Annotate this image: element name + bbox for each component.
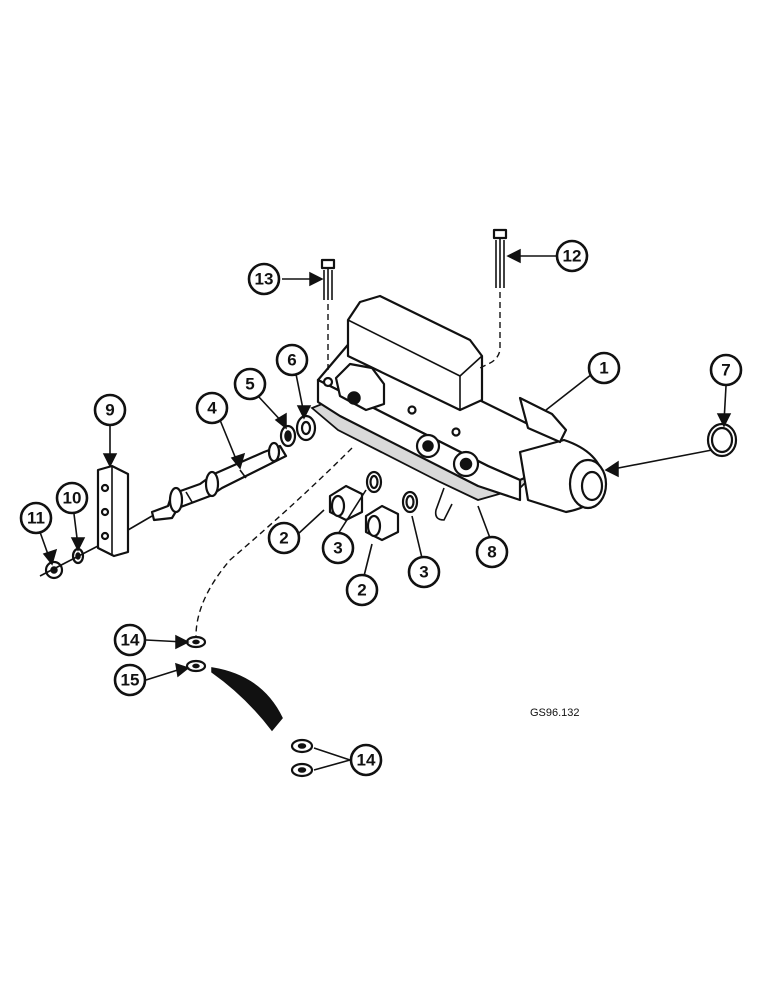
callout-2-lower: 2 — [345, 573, 379, 607]
callout-label: 8 — [487, 543, 496, 562]
callout-10: 10 — [55, 481, 89, 515]
callout-13: 13 — [247, 262, 281, 296]
callout-12: 12 — [555, 239, 589, 273]
callout-label: 2 — [279, 529, 288, 548]
callout-label: 10 — [63, 489, 82, 508]
callout-8: 8 — [475, 535, 509, 569]
o-ring-7 — [706, 422, 738, 458]
o-ring-3-upper — [365, 470, 383, 494]
bolt-13 — [320, 258, 336, 370]
callout-label: 6 — [287, 351, 296, 370]
seal-5 — [279, 424, 297, 448]
callout-14-upper: 14 — [113, 623, 147, 657]
callout-9: 9 — [93, 393, 127, 427]
callout-label: 3 — [419, 563, 428, 582]
callout-4: 4 — [195, 391, 229, 425]
callout-label: 7 — [721, 361, 730, 380]
callout-label: 2 — [357, 581, 366, 600]
callout-11: 11 — [19, 501, 53, 535]
valve-housing — [310, 294, 608, 521]
nut-11 — [39, 545, 99, 580]
reference-code: GS96.132 — [530, 707, 580, 719]
seal-6 — [295, 414, 317, 442]
callout-label: 14 — [357, 751, 376, 770]
plug-2-upper — [328, 484, 364, 522]
shim-14-detail — [290, 738, 314, 778]
callout-label: 9 — [105, 401, 114, 420]
plug-2-lower — [364, 504, 400, 542]
arrowheads — [42, 248, 732, 678]
callout-3-upper: 3 — [321, 531, 355, 565]
callout-label: 11 — [27, 509, 45, 528]
callout-label: 5 — [245, 375, 254, 394]
locator-line — [195, 447, 353, 637]
callout-1: 1 — [587, 351, 621, 385]
callout-5: 5 — [233, 367, 267, 401]
shim-14-upper — [185, 635, 207, 649]
callout-label: 4 — [207, 399, 217, 418]
link-bar — [96, 464, 153, 558]
o-ring-3-lower — [401, 490, 419, 514]
callout-6: 6 — [275, 343, 309, 377]
shim-15 — [185, 659, 207, 673]
callout-label: 3 — [333, 539, 342, 558]
spool-shaft — [150, 441, 288, 522]
callout-label: 12 — [563, 247, 582, 266]
callout-7: 7 — [709, 353, 743, 387]
callout-label: 14 — [121, 631, 140, 650]
callout-14-detail: 14 — [349, 743, 383, 777]
callout-3-lower: 3 — [407, 555, 441, 589]
callout-15: 15 — [113, 663, 147, 697]
callout-label: 1 — [599, 359, 608, 378]
detail-pointer — [211, 667, 283, 732]
callout-label: 13 — [255, 270, 274, 289]
bolt-12 — [479, 228, 508, 369]
callout-label: 15 — [121, 671, 140, 690]
callout-2-upper: 2 — [267, 521, 301, 555]
